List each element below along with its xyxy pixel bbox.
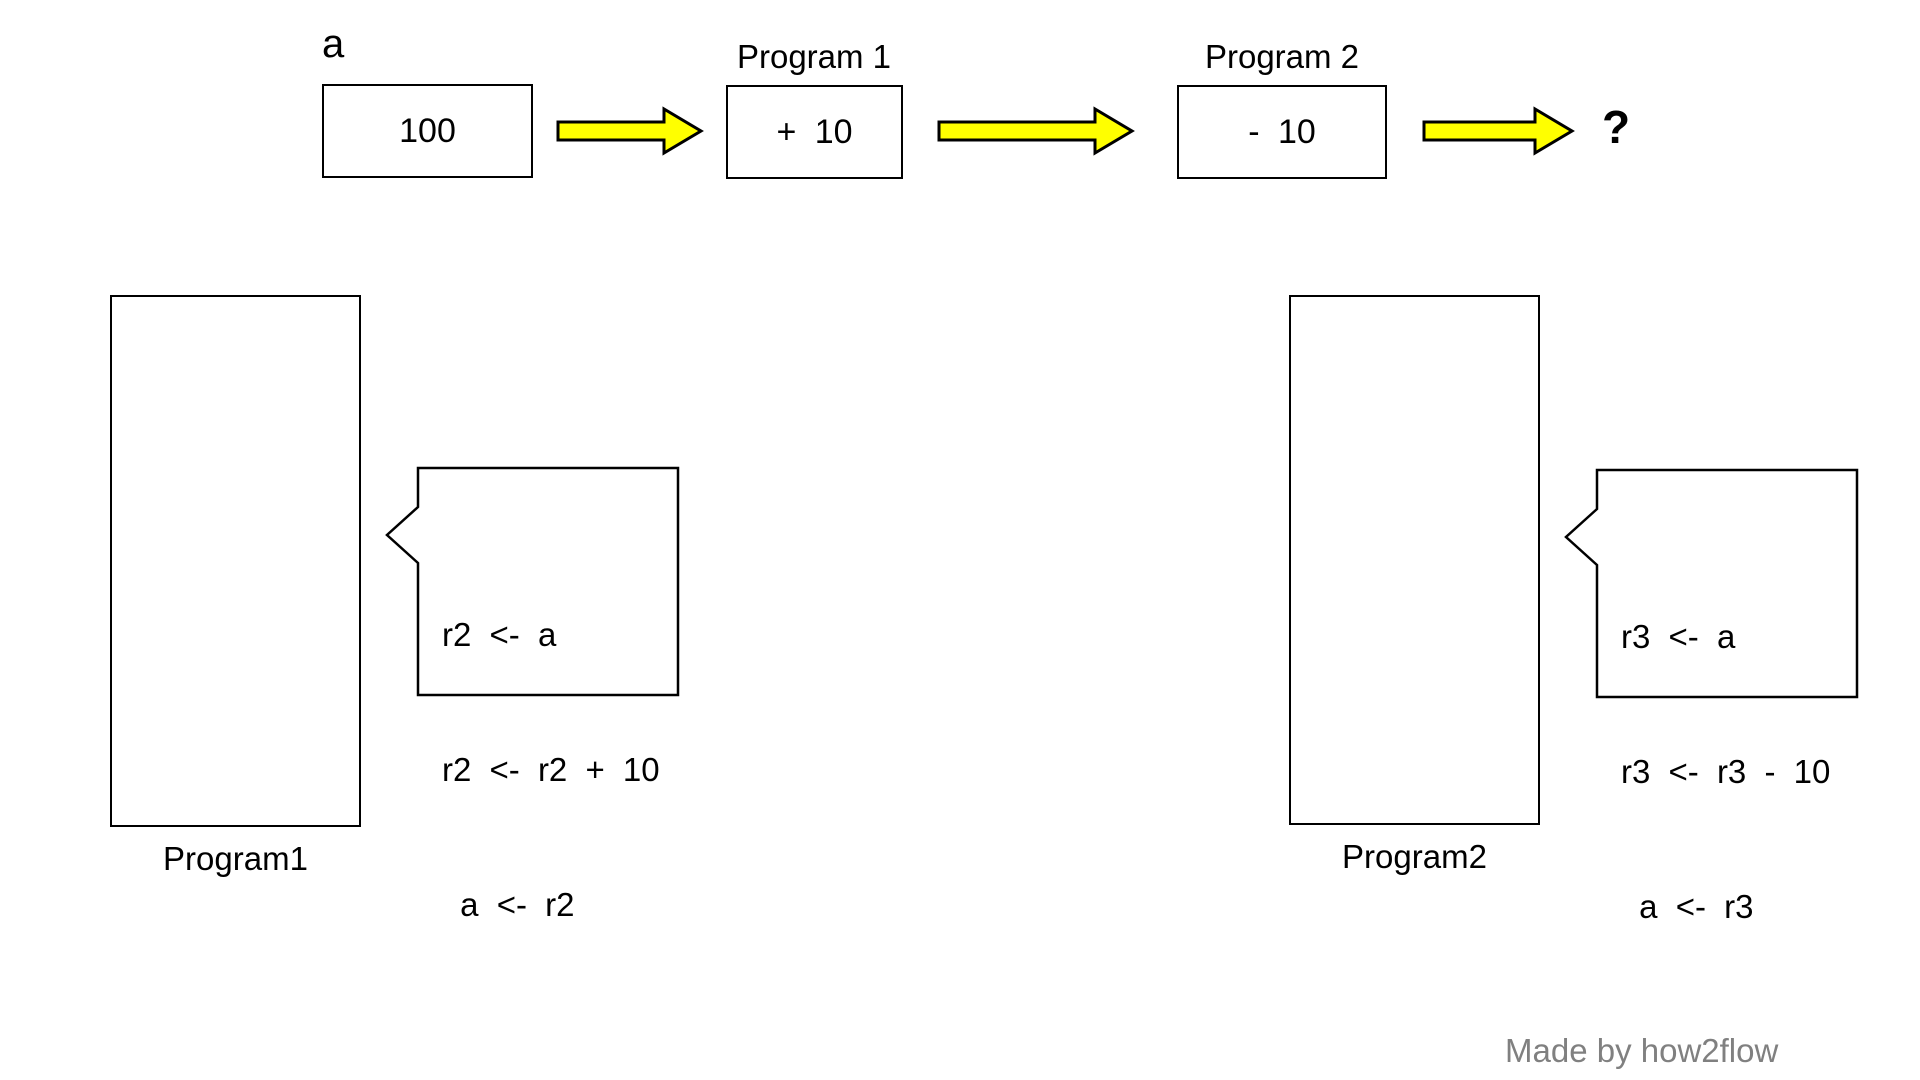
stage1-title: Program 1 [736,38,892,75]
program1-rect [110,295,361,827]
callout-bubble-icon [385,466,680,697]
input-variable-label: a [322,22,345,66]
input-value-box: 100 [322,84,533,178]
code-line: a <- r3 [1621,888,1754,925]
flow-arrow-icon [556,106,704,156]
program1-code: r2 <- a r2 <- r2 + 10 a <- r2 [442,522,660,1017]
callout-bubble-icon [1564,468,1859,699]
stage2-operation-box: - 10 [1177,85,1387,179]
stage2-title: Program 2 [1204,38,1360,75]
code-line: r2 <- r2 + 10 [442,751,660,788]
input-value: 100 [399,111,456,150]
stage1-operation: + 10 [776,112,853,151]
stage2-operation: - 10 [1248,112,1316,151]
footer-credit: Made by how2flow [1505,1032,1779,1069]
flow-arrow-icon [937,106,1135,156]
program2-code-callout: r3 <- a r3 <- r3 - 10 a <- r3 [1563,468,1859,925]
program1-label: Program1 [163,840,308,877]
stage1-operation-box: + 10 [726,85,903,179]
program2-code: r3 <- a r3 <- r3 - 10 a <- r3 [1621,524,1830,1019]
program2-label: Program2 [1342,838,1487,875]
flow-arrow-icon [1422,106,1575,156]
program2-rect [1289,295,1540,825]
result-question-mark: ? [1602,101,1631,153]
code-line: r3 <- a [1621,618,1736,655]
code-line: r3 <- r3 - 10 [1621,753,1831,790]
program1-code-callout: r2 <- a r2 <- r2 + 10 a <- r2 [384,466,680,923]
code-line: r2 <- a [442,616,557,653]
code-line: a <- r2 [442,886,575,923]
